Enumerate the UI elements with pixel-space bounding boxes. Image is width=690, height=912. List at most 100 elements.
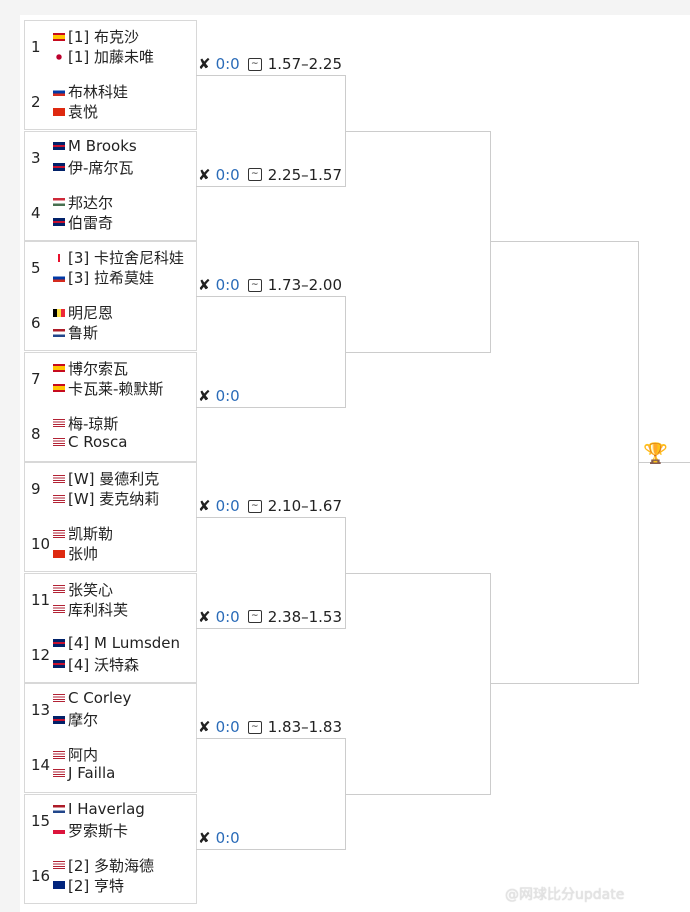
flag-icon-us — [53, 494, 65, 503]
flag-icon-ru — [53, 273, 65, 282]
player-name: [W] 曼德利克 — [68, 470, 160, 488]
score: 0:0 — [215, 718, 240, 737]
player-name: 邦达尔 — [68, 193, 114, 212]
odds: 1.73–2.00 — [267, 276, 343, 295]
player[interactable]: C Corley — [53, 689, 131, 707]
odds: 1.57–2.25 — [267, 55, 343, 74]
odds-chart-icon[interactable]: ~ — [247, 499, 262, 513]
flag-icon-jp — [53, 52, 65, 61]
player-name: J Failla — [68, 764, 116, 783]
draw-position: 9 — [31, 480, 41, 498]
player[interactable]: 张帅 — [53, 543, 98, 564]
match-score[interactable]: ✘0:0~2.25–1.57 — [198, 166, 342, 184]
player-name: 卡瓦莱-赖默斯 — [68, 379, 164, 398]
player-name: [4] 沃特森 — [68, 655, 140, 674]
player[interactable]: [3] 卡拉舍尼科娃 — [53, 247, 184, 268]
player[interactable]: [2] 多勒海德 — [53, 855, 154, 876]
player[interactable]: 凯斯勒 — [53, 523, 113, 544]
bracket-line — [490, 683, 638, 684]
player[interactable]: 袁悦 — [53, 101, 98, 122]
team-entry[interactable]: 12[4] M Lumsden[4] 沃特森 — [25, 629, 196, 683]
team-entry[interactable]: 5[3] 卡拉舍尼科娃[3] 拉希莫娃 — [25, 242, 196, 296]
player[interactable]: [1] 布克沙 — [53, 26, 139, 47]
match-score[interactable]: ✘0:0 — [198, 387, 248, 405]
match-score[interactable]: ✘0:0~2.10–1.67 — [198, 497, 342, 515]
player[interactable]: 博尔索瓦 — [53, 358, 128, 379]
player[interactable]: [2] 亨特 — [53, 875, 124, 896]
player[interactable]: [1] 加藤未唯 — [53, 46, 154, 67]
player[interactable]: [4] 沃特森 — [53, 654, 139, 675]
player[interactable]: 明尼恩 — [53, 302, 113, 323]
player-name: 库利科芙 — [68, 600, 129, 619]
bracket-line — [196, 738, 345, 740]
flag-icon-es — [53, 384, 65, 392]
odds-chart-icon[interactable]: ~ — [247, 720, 262, 734]
bracket-line — [345, 572, 490, 574]
team-entry[interactable]: 1[1] 布克沙[1] 加藤未唯 — [25, 21, 196, 75]
odds-chart-icon[interactable]: ~ — [247, 168, 262, 182]
player[interactable]: 伊-席尔瓦 — [53, 157, 133, 178]
player-name: 阿内 — [68, 746, 99, 765]
player[interactable]: M Brooks — [53, 137, 137, 155]
player[interactable]: 阿内 — [53, 744, 98, 765]
player[interactable]: 邦达尔 — [53, 192, 113, 213]
odds-chart-icon[interactable]: ~ — [247, 278, 262, 292]
team-entry[interactable]: 6 明尼恩鲁斯 — [25, 297, 196, 351]
player[interactable]: I Haverlag — [53, 800, 145, 818]
odds-chart-icon[interactable]: ~ — [247, 610, 262, 624]
flag-icon-nl — [53, 328, 65, 337]
player[interactable]: 库利科芙 — [53, 599, 128, 620]
player[interactable]: 罗索斯卡 — [53, 820, 128, 841]
player-name: 梅-琼斯 — [68, 414, 119, 433]
team-entry[interactable]: 7 博尔索瓦卡瓦莱-赖默斯 — [25, 353, 196, 407]
player[interactable]: [W] 曼德利克 — [53, 468, 159, 489]
match-score[interactable]: ✘0:0~1.57–2.25 — [198, 55, 342, 73]
player[interactable]: 布林科娃 — [53, 81, 128, 102]
bracket-line — [196, 848, 345, 850]
player-name: 博尔索瓦 — [68, 359, 129, 378]
flag-icon-us — [53, 694, 65, 702]
player-name: [3] 卡拉舍尼科娃 — [68, 249, 185, 267]
player-name: 伊-席尔瓦 — [68, 158, 134, 177]
bracket-line — [196, 296, 345, 298]
match-score[interactable]: ✘0:0 — [198, 829, 248, 847]
player[interactable]: J Failla — [53, 764, 115, 782]
player[interactable]: 鲁斯 — [53, 322, 98, 343]
player[interactable]: 梅-琼斯 — [53, 413, 118, 434]
team-entry[interactable]: 16[2] 多勒海德[2] 亨特 — [25, 850, 196, 904]
draw-position: 6 — [31, 314, 41, 333]
match-score[interactable]: ✘0:0~2.38–1.53 — [198, 608, 342, 626]
player[interactable]: 卡瓦莱-赖默斯 — [53, 378, 163, 399]
bracket-line — [196, 517, 345, 519]
draw-position: 7 — [31, 369, 41, 388]
player[interactable]: 摩尔 — [53, 709, 98, 730]
flag-icon-au — [53, 881, 65, 890]
odds-chart-icon[interactable]: ~ — [247, 57, 262, 71]
player[interactable]: [W] 麦克纳莉 — [53, 488, 159, 509]
match-score[interactable]: ✘0:0~1.73–2.00 — [198, 276, 342, 294]
bracket-line — [196, 75, 345, 77]
player[interactable]: [4] M Lumsden — [53, 634, 180, 652]
player-name: 凯斯勒 — [68, 525, 114, 544]
match-score[interactable]: ✘0:0~1.83–1.83 — [198, 718, 342, 736]
crossed-rackets-icon: ✘ — [198, 276, 211, 295]
player[interactable]: [3] 拉希莫娃 — [53, 267, 154, 288]
player[interactable]: 伯雷奇 — [53, 212, 113, 233]
player[interactable]: C Rosca — [53, 433, 127, 451]
flag-icon-us — [53, 750, 65, 759]
crossed-rackets-icon: ✘ — [198, 55, 211, 74]
team-entry[interactable]: 9 [W] 曼德利克[W] 麦克纳莉 — [25, 463, 196, 517]
flag-icon-us — [53, 529, 65, 538]
player[interactable]: 张笑心 — [53, 579, 113, 600]
player-name: [3] 拉希莫娃 — [68, 269, 155, 287]
